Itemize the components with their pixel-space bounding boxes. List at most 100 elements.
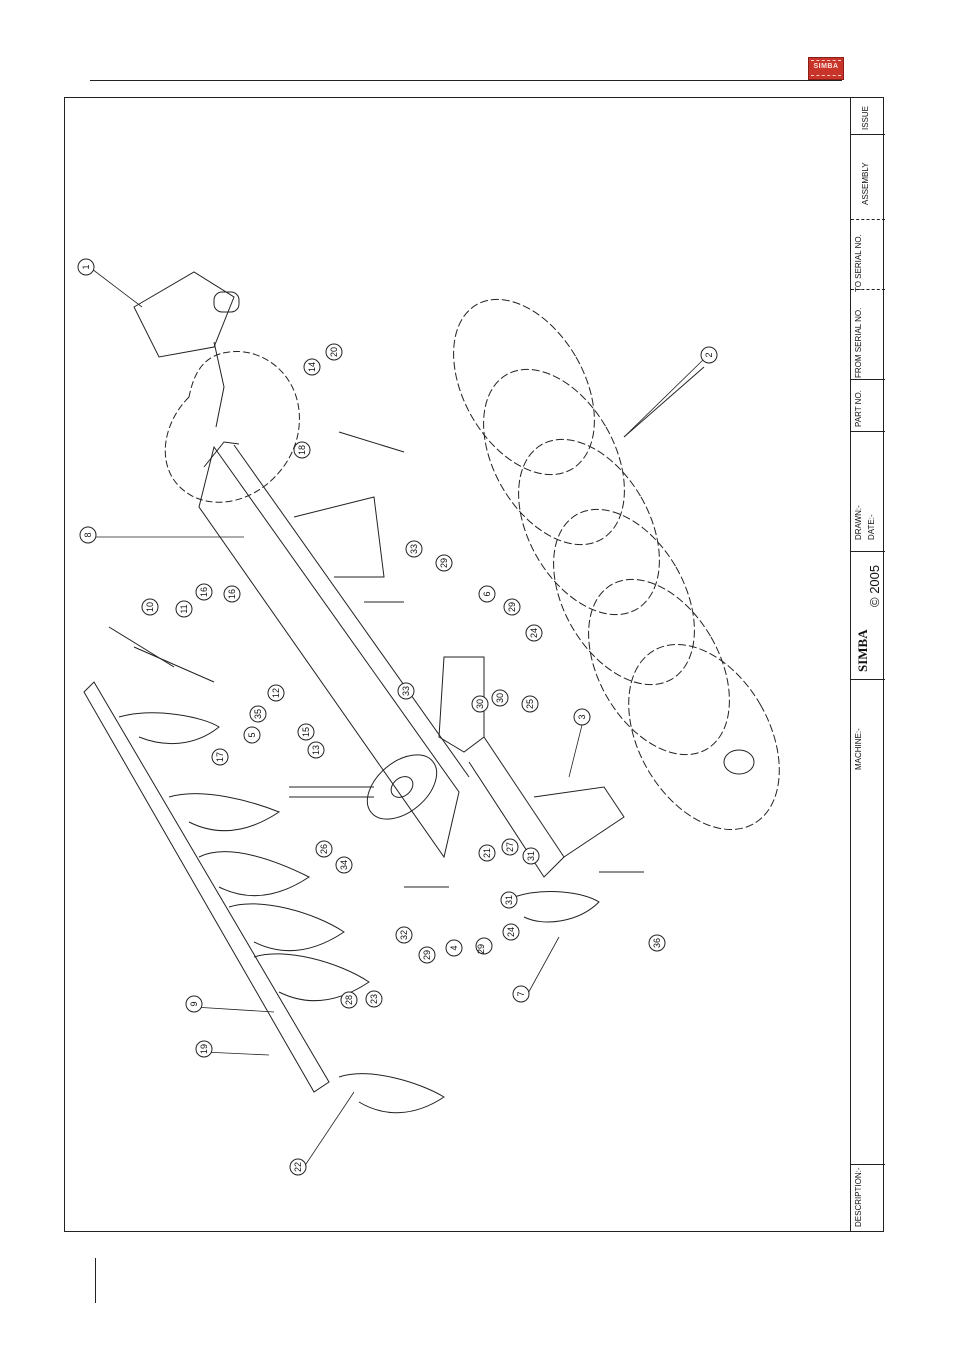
- svg-text:29: 29: [422, 950, 432, 960]
- small-disc: [165, 351, 299, 502]
- callout-3: 3: [574, 709, 590, 725]
- headstock: [134, 272, 234, 357]
- issue-label: ISSUE: [861, 106, 870, 130]
- callout-31b: 31: [501, 892, 517, 908]
- svg-text:24: 24: [506, 927, 516, 937]
- callout-12: 12: [268, 685, 284, 701]
- svg-text:2: 2: [704, 352, 714, 357]
- svg-text:27: 27: [505, 842, 515, 852]
- assembly-cell: ASSEMBLY: [851, 135, 885, 220]
- svg-text:36: 36: [652, 938, 662, 948]
- machine-cell: MACHINE:-: [851, 680, 885, 1165]
- callout-21: 21: [479, 845, 495, 861]
- callout-17: 17: [212, 749, 228, 765]
- svg-text:7: 7: [516, 991, 526, 996]
- callout-19: 19: [196, 1041, 212, 1057]
- callout-29a: 29: [436, 555, 452, 571]
- svg-text:12: 12: [271, 688, 281, 698]
- callout-16b: 16: [224, 586, 240, 602]
- callout-33a: 33: [406, 541, 422, 557]
- svg-text:16: 16: [227, 589, 237, 599]
- callout-10: 10: [142, 599, 158, 615]
- to-serial-cell: TO SERIAL NO.: [851, 220, 885, 290]
- svg-text:30: 30: [495, 693, 505, 703]
- svg-text:11: 11: [179, 604, 189, 613]
- callout-1: 1: [78, 259, 94, 275]
- logo-text: SIMBA: [809, 63, 843, 70]
- part-no-label: PART NO.: [854, 390, 863, 427]
- tines: [119, 713, 599, 1113]
- callout-15: 15: [298, 724, 314, 740]
- simba-mark: SIMBA: [855, 629, 871, 672]
- svg-text:10: 10: [145, 602, 155, 612]
- svg-text:33: 33: [409, 544, 419, 554]
- svg-text:19: 19: [199, 1044, 209, 1054]
- svg-text:22: 22: [293, 1162, 303, 1172]
- svg-text:35: 35: [253, 709, 263, 719]
- svg-text:24: 24: [529, 628, 539, 638]
- callout-27: 27: [502, 839, 518, 855]
- callout-5: 5: [244, 727, 260, 743]
- title-block: ISSUE ASSEMBLY TO SERIAL NO. FROM SERIAL…: [850, 97, 885, 1232]
- assembly-label: ASSEMBLY: [861, 162, 870, 205]
- svg-text:29: 29: [476, 944, 486, 954]
- callout-32: 32: [396, 927, 412, 943]
- svg-text:23: 23: [369, 994, 379, 1004]
- callout-13: 13: [308, 742, 324, 758]
- callout-29d: 29: [476, 938, 492, 954]
- callout-30b: 30: [492, 690, 508, 706]
- svg-text:31: 31: [504, 895, 514, 905]
- to-serial-label: TO SERIAL NO.: [854, 234, 863, 292]
- svg-text:30: 30: [475, 699, 485, 709]
- drawn-date-cell: DRAWN:- DATE:-: [851, 432, 885, 552]
- from-serial-label: FROM SERIAL NO.: [854, 308, 863, 378]
- callout-24a: 24: [526, 625, 542, 641]
- svg-text:5: 5: [247, 732, 257, 737]
- svg-text:6: 6: [482, 591, 492, 596]
- svg-text:15: 15: [301, 727, 311, 737]
- callout-7: 7: [513, 986, 529, 1002]
- description-cell: DESCRIPTION:-: [851, 1165, 885, 1232]
- callout-33b: 33: [398, 683, 414, 699]
- copyright-cell: SIMBA © 2005: [851, 552, 885, 680]
- callout-20: 20: [326, 344, 342, 360]
- callout-36: 36: [649, 935, 665, 951]
- description-label: DESCRIPTION:-: [854, 1167, 863, 1227]
- callout-35: 35: [250, 706, 266, 722]
- callout-9: 9: [186, 996, 202, 1012]
- svg-text:20: 20: [329, 347, 339, 357]
- issue-cell: ISSUE: [851, 97, 885, 135]
- svg-text:1: 1: [81, 264, 91, 269]
- svg-text:34: 34: [339, 860, 349, 870]
- callout-8: 8: [80, 527, 96, 543]
- callout-2: 2: [701, 347, 717, 363]
- svg-text:28: 28: [344, 995, 354, 1005]
- callout-29b: 29: [504, 599, 520, 615]
- drawn-label: DRAWN:-: [854, 505, 863, 540]
- svg-text:31: 31: [526, 851, 536, 861]
- callout-4: 4: [446, 940, 462, 956]
- callout-29c: 29: [419, 947, 435, 963]
- callout-16a: 16: [196, 584, 212, 600]
- callout-11: 11: [176, 601, 192, 617]
- footer-rule: [95, 1258, 96, 1303]
- svg-text:3: 3: [577, 714, 587, 719]
- callout-6: 6: [479, 586, 495, 602]
- svg-text:8: 8: [83, 532, 93, 537]
- svg-text:29: 29: [507, 602, 517, 612]
- simba-logo: SIMBA: [808, 57, 844, 80]
- callout-24b: 24: [503, 924, 519, 940]
- svg-text:13: 13: [311, 745, 321, 755]
- date-label: DATE:-: [867, 514, 876, 540]
- callout-14: 14: [304, 359, 320, 375]
- svg-text:25: 25: [525, 699, 535, 709]
- callout-23: 23: [366, 991, 382, 1007]
- svg-text:17: 17: [215, 752, 225, 762]
- svg-text:21: 21: [482, 848, 492, 858]
- disc-gang: [425, 275, 811, 856]
- header-rule: [90, 80, 842, 81]
- svg-text:16: 16: [199, 587, 209, 597]
- from-serial-cell: FROM SERIAL NO.: [851, 290, 885, 380]
- svg-text:29: 29: [439, 558, 449, 568]
- svg-text:18: 18: [297, 445, 307, 455]
